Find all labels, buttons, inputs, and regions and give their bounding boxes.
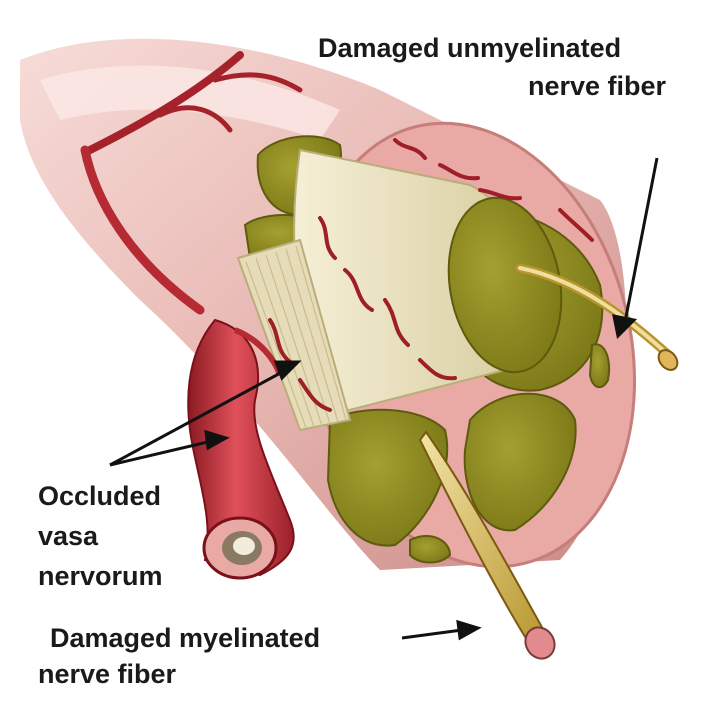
arrow-myelinated-head	[458, 622, 478, 638]
label-occluded-line2: vasa	[38, 520, 98, 552]
label-occluded-line1: Occluded	[38, 480, 161, 512]
label-unmyelinated-line2: nerve fiber	[528, 70, 666, 102]
fascicle-small-right	[590, 344, 609, 387]
label-myelinated-line2: nerve fiber	[38, 658, 176, 690]
label-occluded-line3: nervorum	[38, 560, 163, 592]
label-myelinated-line1: Damaged myelinated	[50, 622, 320, 654]
arrow-myelinated	[402, 630, 462, 638]
arrow-unmyelinated	[625, 158, 657, 322]
label-unmyelinated-line1: Damaged unmyelinated	[318, 32, 621, 64]
